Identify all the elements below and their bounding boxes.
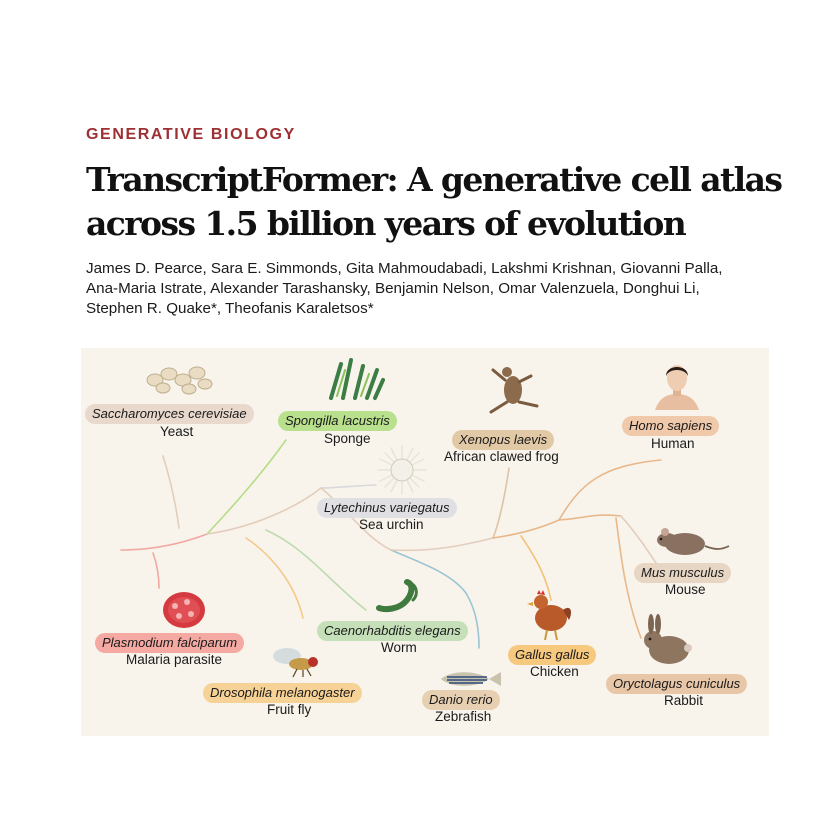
sponge-icon [329, 358, 385, 400]
author-line-2: Ana-Maria Istrate, Alexander Tarashansky… [86, 280, 700, 297]
common-name-rabbit: Rabbit [664, 693, 704, 708]
malaria-parasite-icon [163, 592, 205, 628]
species-label-chicken: Gallus gallus [508, 645, 597, 665]
branch-root-left [120, 533, 208, 551]
common-name-chicken: Chicken [530, 664, 579, 679]
branch-urchin [320, 484, 377, 489]
species-label-urchin: Lytechinus variegatus [317, 498, 457, 518]
frog-icon [489, 367, 539, 414]
section-label: GENERATIVE BIOLOGY [86, 126, 296, 143]
common-name-yeast: Yeast [160, 424, 194, 439]
branch-deut [320, 487, 392, 551]
common-name-worm: Worm [381, 640, 417, 655]
branch-yeast [162, 455, 180, 529]
paper-title: TranscriptFormer: A generative cell atla… [86, 158, 786, 246]
branch-zebrafish-b [465, 592, 480, 649]
branch-mammal-a [558, 459, 662, 521]
branch-mouse [620, 515, 657, 564]
species-label-yeast: Saccharomyces cerevisiae [85, 404, 254, 424]
author-line-3: Stephen R. Quake*, Theofanis Karaletsos* [86, 300, 374, 317]
paper-title-line-1: TranscriptFormer: A generative cell atla… [86, 160, 783, 199]
species-label-fly: Drosophila melanogaster [203, 683, 362, 703]
species-label-malaria: Plasmodium falciparum [95, 633, 245, 653]
common-name-zebrafish: Zebrafish [435, 709, 492, 724]
branch-tetrapod [390, 537, 494, 552]
branch-malaria [152, 552, 160, 589]
branch-sponge [206, 439, 287, 535]
zebrafish-icon [441, 672, 501, 686]
phylogenetic-tree [120, 439, 662, 649]
species-label-frog: Xenopus laevis [452, 430, 555, 450]
branch-main [206, 487, 322, 535]
branch-worm [265, 529, 367, 611]
branch-zebrafish-a [390, 549, 467, 594]
fruit-fly-icon [273, 648, 318, 678]
species-label-worm: Caenorhabditis elegans [317, 621, 468, 641]
branch-fly [245, 537, 304, 619]
branch-chicken [520, 535, 552, 601]
branch-amniote [492, 519, 560, 539]
species-label-zebrafish: Danio rerio [422, 690, 500, 710]
author-line-1: James D. Pearce, Sara E. Simmonds, Gita … [86, 260, 723, 277]
common-name-human: Human [651, 436, 695, 451]
phylogeny-figure: Saccharomyces cerevisiae Yeast Spongilla… [81, 348, 769, 736]
common-name-fly: Fruit fly [267, 702, 312, 717]
branch-mammal-b [558, 514, 622, 521]
human-icon [655, 365, 699, 410]
paper-title-line-2: across 1.5 billion years of evolution [86, 204, 687, 243]
species-label-human: Homo sapiens [622, 416, 720, 436]
branch-frog [492, 467, 510, 539]
species-label-sponge: Spongilla lacustris [278, 411, 397, 431]
sea-urchin-icon [377, 445, 427, 495]
author-list: James D. Pearce, Sara E. Simmonds, Gita … [86, 259, 786, 319]
rabbit-icon [644, 614, 692, 664]
branch-rabbit [615, 517, 642, 639]
common-name-mouse: Mouse [665, 582, 706, 597]
common-name-sponge: Sponge [324, 431, 371, 446]
common-name-urchin: Sea urchin [359, 517, 424, 532]
species-label-mouse: Mus musculus [634, 563, 732, 583]
worm-icon [376, 579, 418, 612]
yeast-cells-icon [146, 366, 213, 395]
common-name-frog: African clawed frog [444, 449, 559, 464]
chicken-icon [527, 590, 571, 641]
species-label-rabbit: Oryctolagus cuniculus [606, 674, 748, 694]
common-name-malaria: Malaria parasite [126, 652, 223, 667]
mouse-icon [657, 528, 730, 555]
